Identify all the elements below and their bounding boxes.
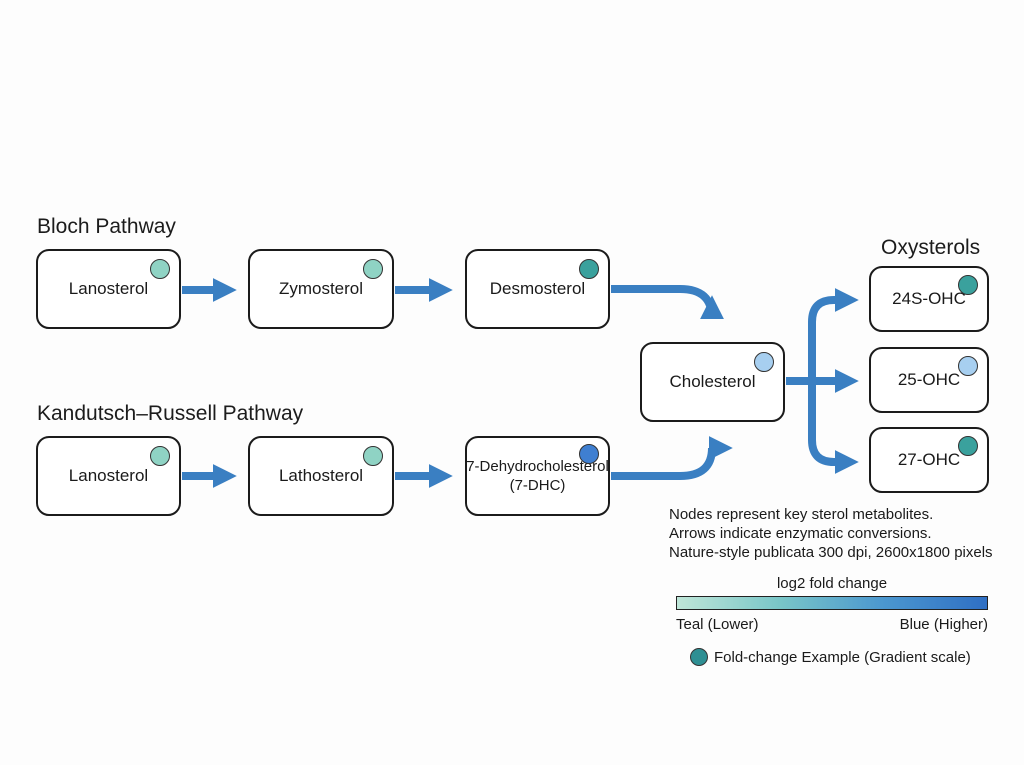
legend-example-label: Fold-change Example (Gradient scale) — [714, 648, 971, 666]
node-label: Desmosterol — [489, 279, 586, 298]
fold-change-dot — [363, 446, 383, 466]
node-label: Lanosterol — [68, 279, 149, 298]
fold-change-dot — [579, 444, 599, 464]
node-25-ohc: 25-OHC — [869, 347, 989, 413]
node-zymosterol: Zymosterol — [248, 249, 394, 329]
node-lathosterol: Lathosterol — [248, 436, 394, 516]
note-line: Arrows indicate enzymatic conversions. — [669, 525, 932, 542]
legend-example: Fold-change Example (Gradient scale) — [690, 648, 971, 666]
node-label: Lathosterol — [278, 466, 364, 485]
note-line: Nature-style publicata 300 dpi, 2600x180… — [669, 544, 993, 561]
oxysterols-title: Oxysterols — [881, 236, 981, 259]
fold-change-dot — [754, 352, 774, 372]
node-cholesterol: Cholesterol — [640, 342, 785, 422]
diagram-notes: Nodes represent key sterol metabolites. … — [669, 505, 993, 562]
node-label: 7-Dehydrocholesterol — [466, 458, 609, 475]
fold-change-dot — [958, 436, 978, 456]
fold-change-dot — [958, 356, 978, 376]
node-desmosterol: Desmosterol — [465, 249, 610, 329]
fold-change-dot — [579, 259, 599, 279]
node-label: Zymosterol — [278, 279, 364, 298]
node-kr-lanosterol: Lanosterol — [36, 436, 181, 516]
node-label: 27-OHC — [897, 450, 961, 469]
node-sublabel: (7-DHC) — [509, 477, 566, 494]
note-line: Nodes represent key sterol metabolites. — [669, 506, 934, 523]
kr-pathway-title: Kandutsch–Russell Pathway — [37, 402, 304, 425]
node-7-dehydrocholesterol: 7-Dehydrocholesterol (7-DHC) — [465, 436, 610, 516]
legend-example-dot — [690, 648, 708, 666]
legend-gradient-bar — [676, 596, 988, 610]
fold-change-dot — [958, 275, 978, 295]
fold-change-dot — [150, 446, 170, 466]
fold-change-dot — [150, 259, 170, 279]
arrow-cholesterol-to-24sohc — [808, 288, 859, 381]
bloch-pathway-title: Bloch Pathway — [37, 215, 176, 238]
fold-change-dot — [363, 259, 383, 279]
legend-high-label: Blue (Higher) — [899, 616, 988, 633]
node-label: 25-OHC — [897, 370, 961, 389]
legend-low-label: Teal (Lower) — [676, 616, 759, 633]
arrow-7dhc-to-cholesterol — [611, 427, 724, 480]
node-24s-ohc: 24S-OHC — [869, 266, 989, 332]
node-bloch-lanosterol: Lanosterol — [36, 249, 181, 329]
node-label: Lanosterol — [68, 466, 149, 485]
node-label: 24S-OHC — [892, 289, 966, 308]
node-27-ohc: 27-OHC — [869, 427, 989, 493]
legend-title: log2 fold change — [776, 575, 888, 592]
arrow-desmosterol-to-cholesterol — [611, 285, 724, 320]
arrow-cholesterol-to-27ohc — [808, 381, 859, 474]
node-label: Cholesterol — [669, 372, 756, 391]
